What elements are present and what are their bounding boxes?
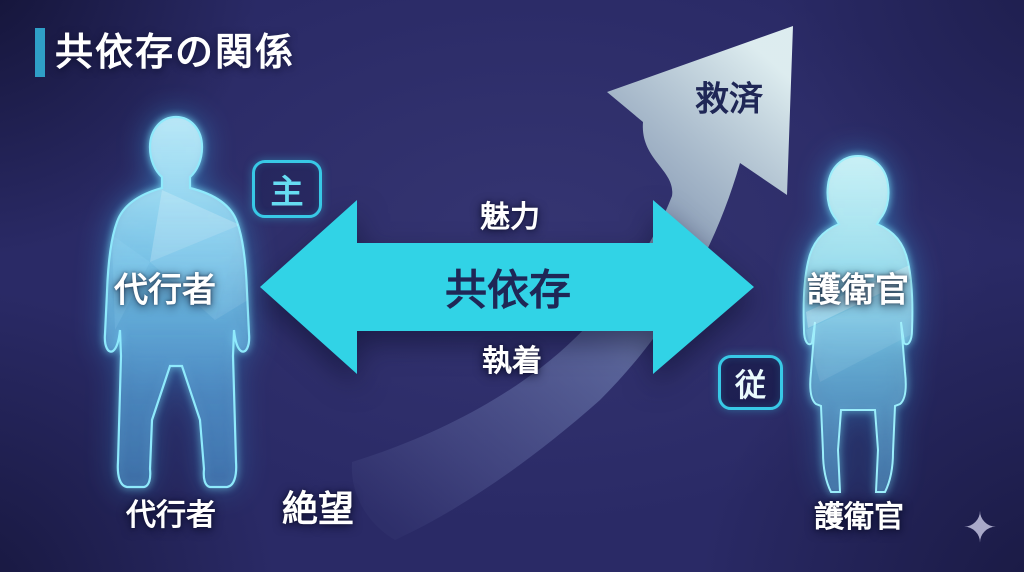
role-badge-secondary-label: 従 — [735, 368, 766, 404]
attraction-label: 魅力 — [480, 200, 540, 235]
role-badge-primary-label: 主 — [270, 172, 304, 211]
female-figure-facets — [806, 264, 912, 382]
female-figure-silhouette — [802, 154, 914, 493]
right-figure-name-overlay: 護衛官 — [807, 270, 909, 311]
sparkle-icon: ✦ — [962, 503, 998, 552]
growth-arrow-shape — [351, 26, 793, 540]
male-figure-silhouette — [103, 115, 251, 489]
codependency-arrow-shape — [260, 200, 754, 374]
role-badge-primary: 主 — [252, 160, 322, 218]
despair-label: 絶望 — [281, 489, 355, 530]
salvation-label: 救済 — [695, 79, 763, 120]
codependency-label: 共依存 — [444, 265, 572, 315]
title-accent-bar — [35, 28, 45, 77]
attachment-label: 執着 — [482, 344, 542, 379]
male-figure-facets — [112, 190, 248, 330]
header: 共依存の関係 — [35, 28, 295, 77]
right-figure-caption: 護衛官 — [814, 500, 904, 535]
page-title: 共依存の関係 — [55, 30, 296, 74]
role-badge-secondary: 従 — [718, 355, 783, 410]
left-figure-name-overlay: 代行者 — [114, 270, 216, 311]
left-figure-caption: 代行者 — [126, 498, 216, 533]
